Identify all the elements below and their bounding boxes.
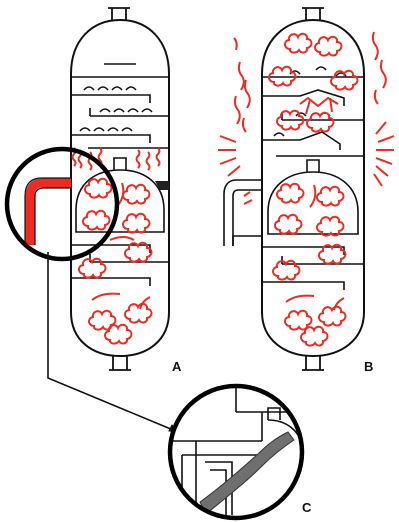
column-a-bottom-nozzle (109, 356, 131, 370)
label-b: B (364, 359, 373, 374)
label-c: C (302, 500, 312, 515)
column-b: B (218, 8, 394, 374)
label-a: A (172, 359, 182, 374)
detail-c: C (168, 384, 312, 522)
column-b-bottom-nozzle (302, 356, 324, 370)
column-b-top-nozzle (302, 8, 324, 20)
column-a-top-nozzle (108, 8, 130, 20)
